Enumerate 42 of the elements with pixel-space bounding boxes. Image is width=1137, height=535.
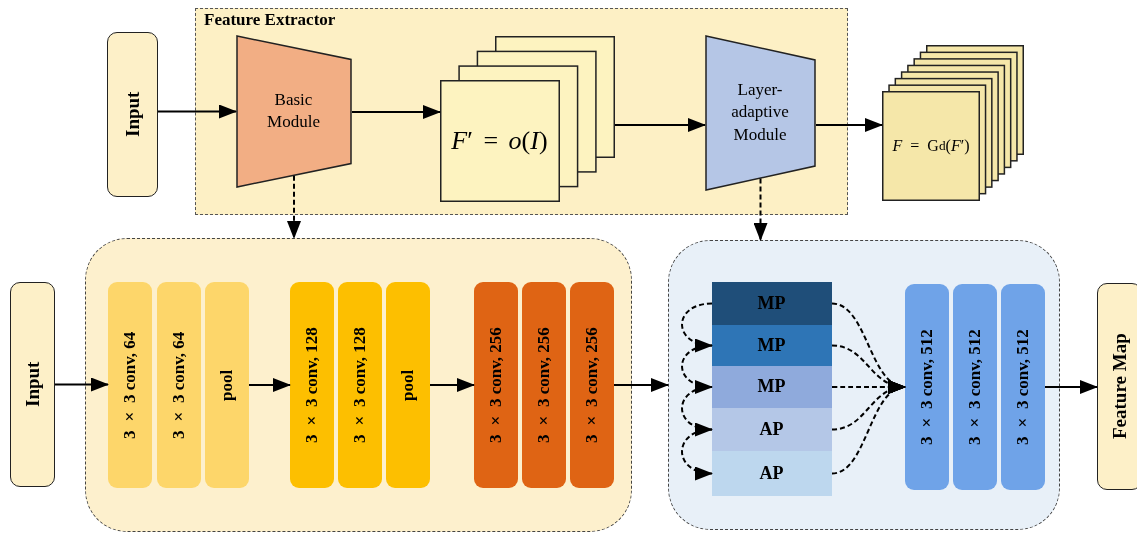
arrow: [681, 386, 713, 435]
dashed-panel: [195, 8, 848, 215]
pooling-block: AP: [711, 407, 832, 451]
layer-block: 3 × 3 conv, 128: [337, 281, 382, 488]
terminal-box: Input: [107, 32, 158, 197]
arrow: [157, 104, 237, 119]
layer-block: 3 × 3 conv, 64: [107, 281, 152, 488]
module-trapezoid: Layer-adaptive Module: [704, 34, 816, 191]
arrow: [1044, 380, 1098, 394]
layer-block: 3 × 3 conv, 512: [952, 283, 997, 490]
terminal-box: Input: [10, 282, 55, 487]
layer-block: 3 × 3 conv, 256: [521, 281, 566, 488]
dashed-panel: [668, 240, 1060, 530]
arrow: [287, 174, 301, 239]
arrow: [351, 105, 441, 119]
arrow: [54, 377, 109, 392]
pooling-block: MP: [711, 324, 832, 366]
arrow: [753, 177, 768, 241]
layer-block: pool: [385, 281, 430, 488]
arrow: [831, 383, 906, 475]
layer-block: 3 × 3 conv, 128: [289, 281, 334, 488]
arrow: [681, 302, 713, 351]
arrow: [614, 118, 706, 132]
arrow: [681, 344, 713, 393]
arrow: [815, 118, 883, 132]
pooling-block: MP: [711, 281, 832, 325]
dashed-panel: [85, 238, 632, 532]
layer-block: 3 × 3 conv, 256: [473, 281, 518, 488]
module-trapezoid: Basic Module: [235, 34, 352, 188]
layer-block: 3 × 3 conv, 256: [569, 281, 614, 488]
pooling-block: AP: [711, 450, 832, 496]
section-title: Feature Extractor: [204, 10, 336, 30]
pooling-block: MP: [711, 365, 832, 408]
layer-block: 3 × 3 conv, 512: [904, 283, 949, 490]
terminal-box: Feature Map: [1097, 283, 1137, 490]
arrow: [613, 378, 669, 392]
arrow: [248, 378, 291, 392]
arrow: [429, 378, 475, 392]
layer-block: 3 × 3 conv, 512: [1000, 283, 1045, 490]
layer-block: pool: [204, 281, 249, 488]
layer-block: 3 × 3 conv, 64: [156, 281, 201, 488]
arrow: [681, 428, 713, 479]
